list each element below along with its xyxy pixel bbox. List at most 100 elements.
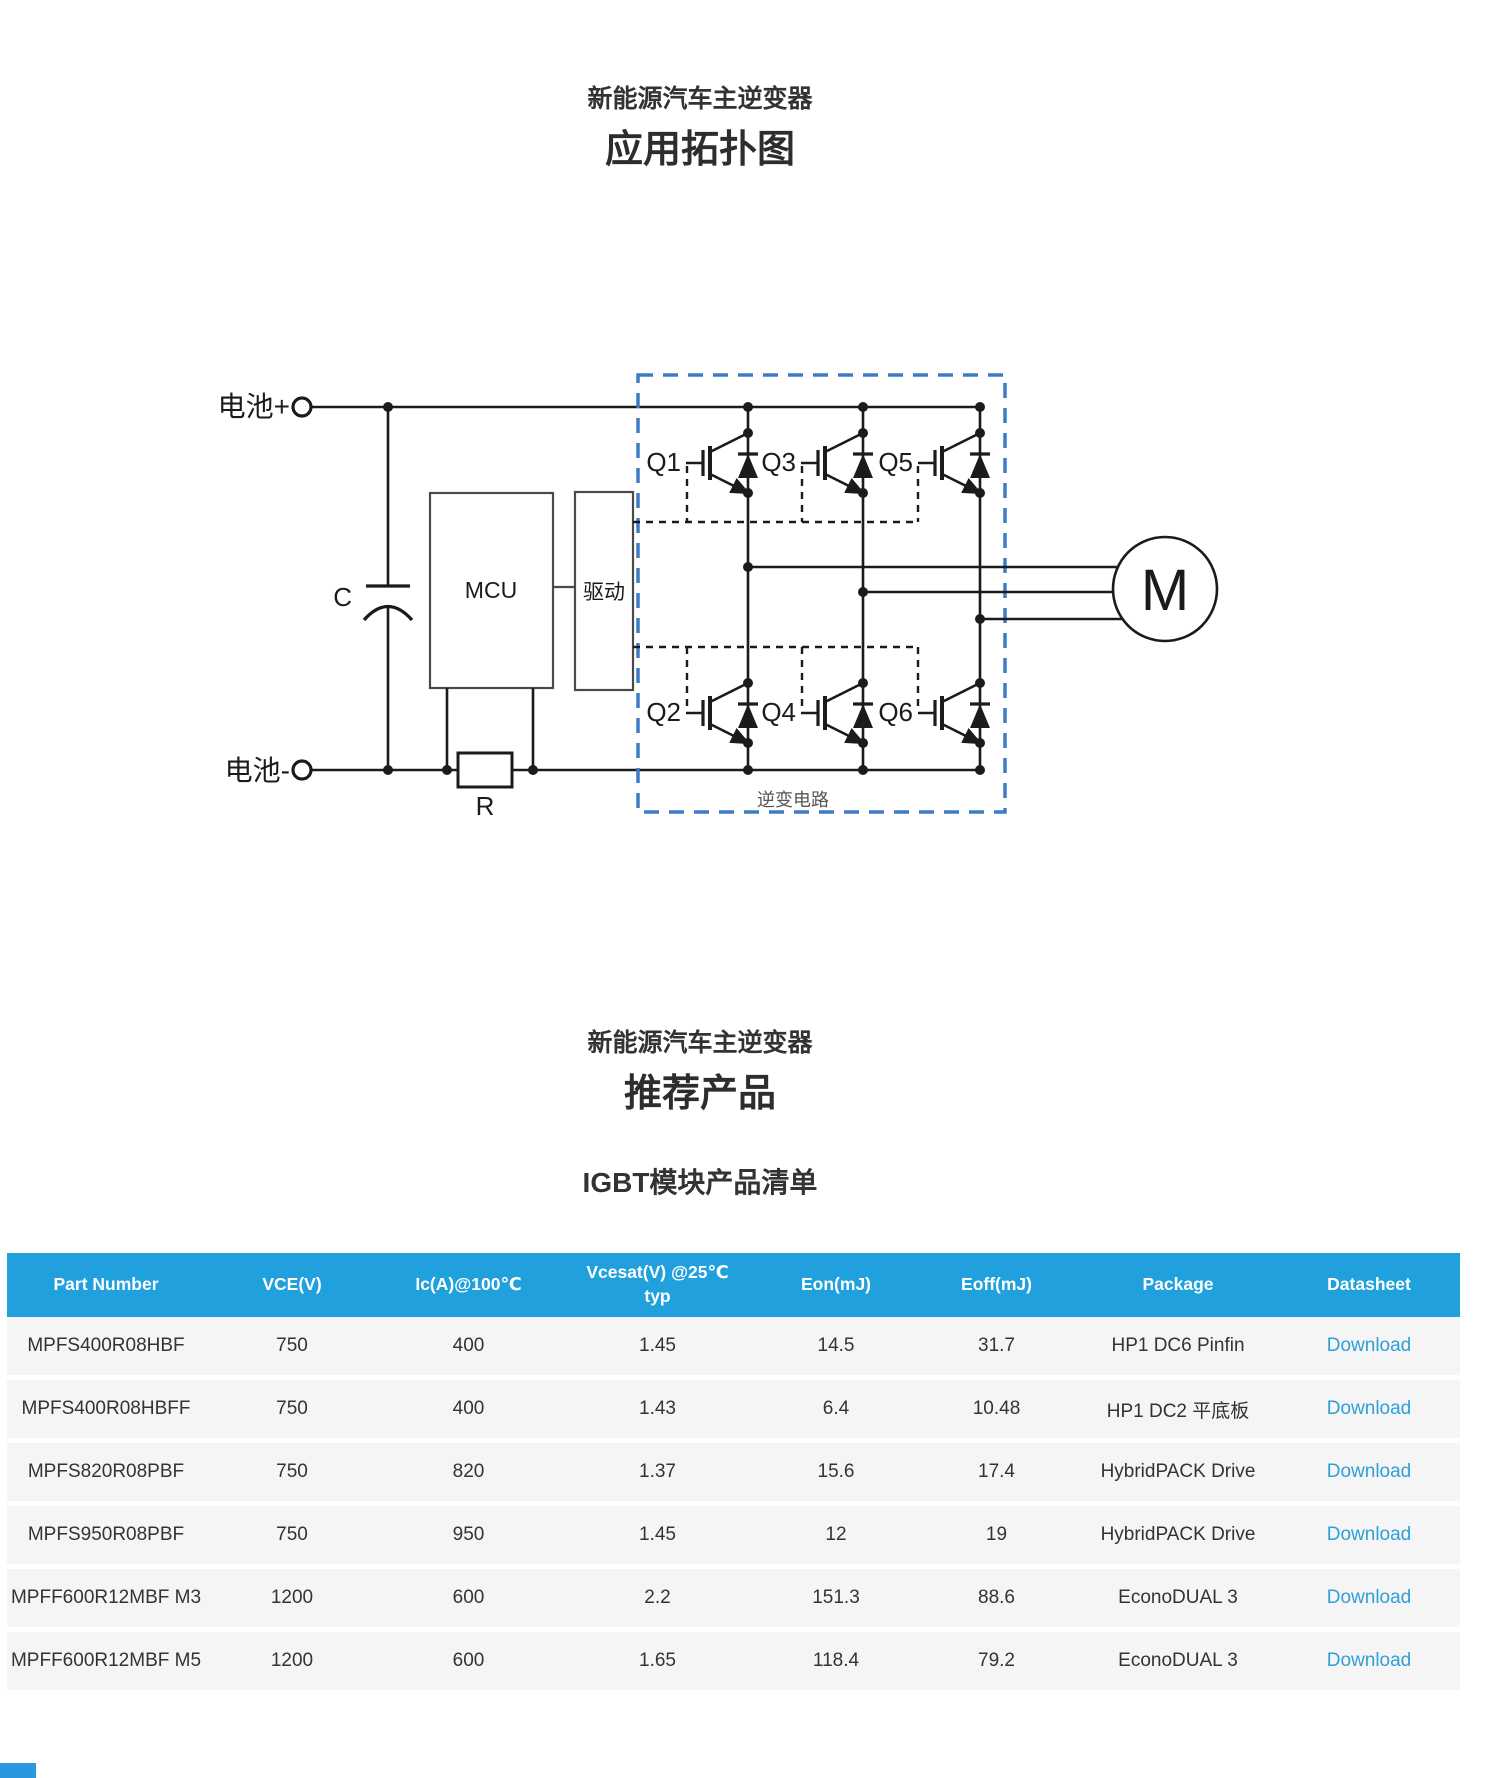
col-header-vce: VCE(V) xyxy=(205,1253,379,1317)
cell-datasheet: Download xyxy=(1278,1317,1460,1380)
cell-datasheet: Download xyxy=(1278,1569,1460,1632)
cell-eoff: 31.7 xyxy=(915,1317,1078,1380)
col-header-vcesat-line2: typ xyxy=(644,1286,671,1306)
download-link[interactable]: Download xyxy=(1326,1398,1412,1419)
cell-vce: 750 xyxy=(205,1380,379,1443)
inverter-dashed-box xyxy=(636,373,1007,814)
cell-eon: 151.3 xyxy=(757,1569,915,1632)
cell-ic: 400 xyxy=(379,1317,558,1380)
products-subtitle: 新能源汽车主逆变器 xyxy=(587,1029,813,1057)
cell-vcesat: 2.2 xyxy=(558,1569,757,1632)
driver-label: 驱动 xyxy=(583,581,625,604)
igbt-q6-label: Q6 xyxy=(878,697,913,727)
cell-eoff: 10.48 xyxy=(915,1380,1078,1443)
cell-datasheet: Download xyxy=(1278,1443,1460,1506)
mcu-label: MCU xyxy=(465,577,517,603)
igbt-q4-label: Q4 xyxy=(761,697,796,727)
cell-eon: 14.5 xyxy=(757,1317,915,1380)
dc-link-capacitor xyxy=(362,407,414,770)
col-header-vcesat-line1: Vcesat(V) @25℃ xyxy=(586,1262,729,1283)
capacitor-label: C xyxy=(333,582,352,612)
cell-eoff: 88.6 xyxy=(915,1569,1078,1632)
cell-package: HP1 DC2 平底板 xyxy=(1078,1380,1278,1443)
col-header-package: Package xyxy=(1078,1253,1278,1317)
driver-box xyxy=(573,490,635,692)
cell-package: EconoDUAL 3 xyxy=(1078,1632,1278,1695)
igbt-q2-label: Q2 xyxy=(646,697,681,727)
cell-vce: 750 xyxy=(205,1443,379,1506)
motor-label: M xyxy=(1141,558,1189,623)
download-link[interactable]: Download xyxy=(1326,1650,1412,1671)
cell-part-number: MPFS950R08PBF xyxy=(7,1506,205,1569)
table-row: MPFF600R12MBF M3 1200 600 2.2 151.3 88.6… xyxy=(7,1569,1460,1632)
cell-part-number: MPFS400R08HBFF xyxy=(7,1380,205,1443)
mcu-box xyxy=(428,491,555,690)
igbt-q3 xyxy=(801,428,873,498)
cell-vce: 1200 xyxy=(205,1632,379,1695)
cell-eoff: 19 xyxy=(915,1506,1078,1569)
col-header-part-number: Part Number xyxy=(7,1253,205,1317)
resistor-label: R xyxy=(476,791,495,821)
igbt-product-table: Part Number VCE(V) Ic(A)@100℃ Vcesat(V) … xyxy=(7,1253,1460,1695)
cell-part-number: MPFF600R12MBF M5 xyxy=(7,1632,205,1695)
cell-ic: 950 xyxy=(379,1506,558,1569)
cell-ic: 600 xyxy=(379,1632,558,1695)
download-link[interactable]: Download xyxy=(1326,1335,1412,1356)
igbt-q5 xyxy=(918,428,990,498)
topology-section-header: 新能源汽车主逆变器 应用拓扑图 xyxy=(0,84,1400,172)
cell-ic: 400 xyxy=(379,1380,558,1443)
battery-minus-terminal xyxy=(291,759,313,781)
igbt-q6 xyxy=(918,678,990,748)
floating-widget-partial[interactable] xyxy=(0,1763,36,1778)
cell-vcesat: 1.65 xyxy=(558,1632,757,1695)
cell-ic: 820 xyxy=(379,1443,558,1506)
cell-eon: 6.4 xyxy=(757,1380,915,1443)
igbt-list-title: IGBT模块产品清单 xyxy=(582,1167,818,1198)
application-topology-diagram: 电池+ 电池- C MCU 驱动 R 逆变电路 xyxy=(218,373,1219,821)
products-section-header: 新能源汽车主逆变器 推荐产品 IGBT模块产品清单 xyxy=(0,1028,1400,1198)
cell-part-number: MPFF600R12MBF M3 xyxy=(7,1569,205,1632)
shunt-resistor xyxy=(456,751,514,789)
products-title: 推荐产品 xyxy=(623,1073,776,1115)
battery-minus-label: 电池- xyxy=(225,755,290,786)
col-header-datasheet: Datasheet xyxy=(1278,1253,1460,1317)
cell-datasheet: Download xyxy=(1278,1380,1460,1443)
cell-package: EconoDUAL 3 xyxy=(1078,1569,1278,1632)
igbt-q5-label: Q5 xyxy=(878,447,913,477)
cell-vce: 1200 xyxy=(205,1569,379,1632)
igbt-q2 xyxy=(686,678,758,748)
col-header-ic: Ic(A)@100℃ xyxy=(379,1253,558,1317)
motor-circle xyxy=(1111,535,1219,643)
junction-dots xyxy=(383,402,985,775)
cell-datasheet: Download xyxy=(1278,1506,1460,1569)
download-link[interactable]: Download xyxy=(1326,1524,1412,1545)
inverter-box-label: 逆变电路 xyxy=(757,790,829,810)
table-row: MPFS820R08PBF 750 820 1.37 15.6 17.4 Hyb… xyxy=(7,1443,1460,1506)
cell-ic: 600 xyxy=(379,1569,558,1632)
cell-eon: 12 xyxy=(757,1506,915,1569)
topology-title: 应用拓扑图 xyxy=(604,129,795,171)
battery-plus-label: 电池+ xyxy=(218,391,290,422)
cell-package: HP1 DC6 Pinfin xyxy=(1078,1317,1278,1380)
cell-vce: 750 xyxy=(205,1506,379,1569)
table-row: MPFF600R12MBF M5 1200 600 1.65 118.4 79.… xyxy=(7,1632,1460,1695)
igbt-q1-label: Q1 xyxy=(646,447,681,477)
download-link[interactable]: Download xyxy=(1326,1587,1412,1608)
cell-vcesat: 1.45 xyxy=(558,1506,757,1569)
cell-eoff: 17.4 xyxy=(915,1443,1078,1506)
table-row: MPFS400R08HBF 750 400 1.45 14.5 31.7 HP1… xyxy=(7,1317,1460,1380)
cell-eon: 15.6 xyxy=(757,1443,915,1506)
cell-datasheet: Download xyxy=(1278,1632,1460,1695)
gate-drive-bus-bottom xyxy=(633,645,920,708)
col-header-vcesat: Vcesat(V) @25℃ typ xyxy=(558,1253,757,1317)
col-header-eon: Eon(mJ) xyxy=(757,1253,915,1317)
cell-package: HybridPACK Drive xyxy=(1078,1506,1278,1569)
download-link[interactable]: Download xyxy=(1326,1461,1412,1482)
cell-eon: 118.4 xyxy=(757,1632,915,1695)
topology-subtitle: 新能源汽车主逆变器 xyxy=(587,85,813,113)
cell-vcesat: 1.37 xyxy=(558,1443,757,1506)
cell-vcesat: 1.43 xyxy=(558,1380,757,1443)
col-header-eoff: Eoff(mJ) xyxy=(915,1253,1078,1317)
cell-vce: 750 xyxy=(205,1317,379,1380)
